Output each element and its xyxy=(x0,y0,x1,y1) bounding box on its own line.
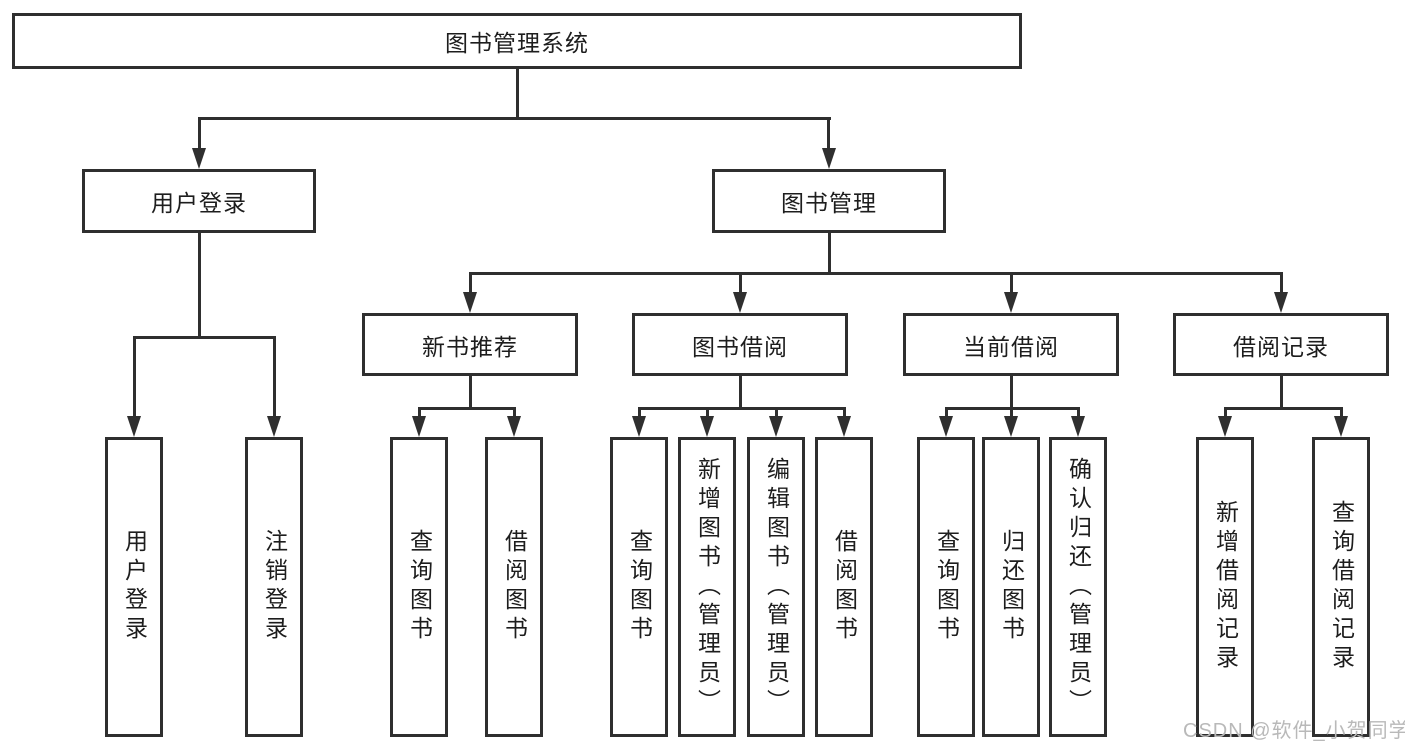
connector-line xyxy=(638,407,641,419)
node-root-label: 图书管理系统 xyxy=(445,30,589,56)
connector-line xyxy=(739,376,742,407)
node-book-borrowing-label: 图书借阅 xyxy=(692,333,788,360)
leaf-current-query-books-label: 查询图书 xyxy=(933,529,960,645)
node-borrowing-records: 借阅记录 xyxy=(1173,313,1389,376)
leaf-recommend-query-books: 查询图书 xyxy=(390,437,448,737)
connector-line xyxy=(418,407,516,410)
connector-line xyxy=(706,407,709,419)
leaf-borrowing-borrow-books-label: 借阅图书 xyxy=(831,529,858,645)
connector-line xyxy=(418,407,421,419)
leaf-add-books-admin: 新增图书（管理员） xyxy=(678,437,736,737)
connector-line xyxy=(1224,407,1343,410)
node-user-login: 用户登录 xyxy=(82,169,316,233)
connector-line xyxy=(1280,272,1283,295)
node-current-borrowing: 当前借阅 xyxy=(903,313,1119,376)
leaf-edit-books-admin-label: 编辑图书（管理员） xyxy=(763,456,790,718)
connector-line xyxy=(516,69,519,117)
leaf-add-borrow-record-label: 新增借阅记录 xyxy=(1212,500,1239,674)
arrowhead-down-icon xyxy=(632,416,646,437)
connector-line xyxy=(638,407,846,410)
connector-line xyxy=(469,272,472,295)
arrowhead-down-icon xyxy=(1274,292,1288,313)
connector-line xyxy=(1077,407,1080,419)
leaf-add-books-admin-label: 新增图书（管理员） xyxy=(694,456,721,718)
node-user-login-label: 用户登录 xyxy=(151,190,247,216)
leaf-logout-label: 注销登录 xyxy=(261,529,288,645)
connector-line xyxy=(828,233,831,272)
arrowhead-down-icon xyxy=(733,292,747,313)
leaf-return-books: 归还图书 xyxy=(982,437,1040,737)
connector-line xyxy=(273,336,276,418)
arrowhead-down-icon xyxy=(1004,292,1018,313)
arrowhead-down-icon xyxy=(1071,416,1085,437)
connector-line xyxy=(945,407,948,419)
connector-line xyxy=(1280,376,1283,407)
arrowhead-down-icon xyxy=(192,148,206,169)
leaf-user-login: 用户登录 xyxy=(105,437,163,737)
leaf-edit-books-admin: 编辑图书（管理员） xyxy=(747,437,805,737)
leaf-query-borrow-record-label: 查询借阅记录 xyxy=(1328,500,1355,674)
node-current-borrowing-label: 当前借阅 xyxy=(963,333,1059,360)
connector-line xyxy=(198,117,201,150)
leaf-query-borrow-record: 查询借阅记录 xyxy=(1312,437,1370,737)
node-book-management-label: 图书管理 xyxy=(781,190,877,216)
connector-line xyxy=(469,376,472,407)
leaf-borrowing-query-books: 查询图书 xyxy=(610,437,668,737)
connector-line xyxy=(775,407,778,419)
arrowhead-down-icon xyxy=(837,416,851,437)
leaf-user-login-label: 用户登录 xyxy=(121,529,148,645)
arrowhead-down-icon xyxy=(1004,416,1018,437)
arrowhead-down-icon xyxy=(1218,416,1232,437)
connector-line xyxy=(133,336,136,418)
node-book-management: 图书管理 xyxy=(712,169,946,233)
node-new-book-recommend: 新书推荐 xyxy=(362,313,578,376)
arrowhead-down-icon xyxy=(463,292,477,313)
arrowhead-down-icon xyxy=(822,148,836,169)
node-borrowing-records-label: 借阅记录 xyxy=(1233,333,1329,360)
connector-line xyxy=(1224,407,1227,419)
leaf-add-borrow-record: 新增借阅记录 xyxy=(1196,437,1254,737)
arrowhead-down-icon xyxy=(700,416,714,437)
connector-line xyxy=(843,407,846,419)
connector-line xyxy=(1010,376,1013,407)
leaf-recommend-borrow-books: 借阅图书 xyxy=(485,437,543,737)
leaf-return-books-label: 归还图书 xyxy=(998,529,1025,645)
connector-line xyxy=(198,233,201,336)
connector-line xyxy=(827,117,830,150)
node-book-borrowing: 图书借阅 xyxy=(632,313,848,376)
connector-line xyxy=(1340,407,1343,419)
connector-line xyxy=(133,336,276,339)
arrowhead-down-icon xyxy=(769,416,783,437)
leaf-confirm-return-admin: 确认归还（管理员） xyxy=(1049,437,1107,737)
node-root: 图书管理系统 xyxy=(12,13,1022,69)
arrowhead-down-icon xyxy=(412,416,426,437)
arrowhead-down-icon xyxy=(507,416,521,437)
leaf-confirm-return-admin-label: 确认归还（管理员） xyxy=(1065,456,1092,718)
watermark: CSDN @软件_小贺同学 xyxy=(1183,720,1405,742)
connector-line xyxy=(513,407,516,419)
leaf-borrowing-query-books-label: 查询图书 xyxy=(626,529,653,645)
leaf-recommend-query-books-label: 查询图书 xyxy=(406,529,433,645)
connector-line xyxy=(1010,272,1013,295)
node-new-book-recommend-label: 新书推荐 xyxy=(422,333,518,360)
leaf-logout: 注销登录 xyxy=(245,437,303,737)
arrowhead-down-icon xyxy=(127,416,141,437)
connector-line xyxy=(1010,407,1013,419)
connector-line xyxy=(469,272,1283,275)
leaf-current-query-books: 查询图书 xyxy=(917,437,975,737)
connector-line xyxy=(739,272,742,295)
leaf-recommend-borrow-books-label: 借阅图书 xyxy=(501,529,528,645)
arrowhead-down-icon xyxy=(939,416,953,437)
arrowhead-down-icon xyxy=(267,416,281,437)
connector-line xyxy=(198,117,831,120)
arrowhead-down-icon xyxy=(1334,416,1348,437)
leaf-borrowing-borrow-books: 借阅图书 xyxy=(815,437,873,737)
